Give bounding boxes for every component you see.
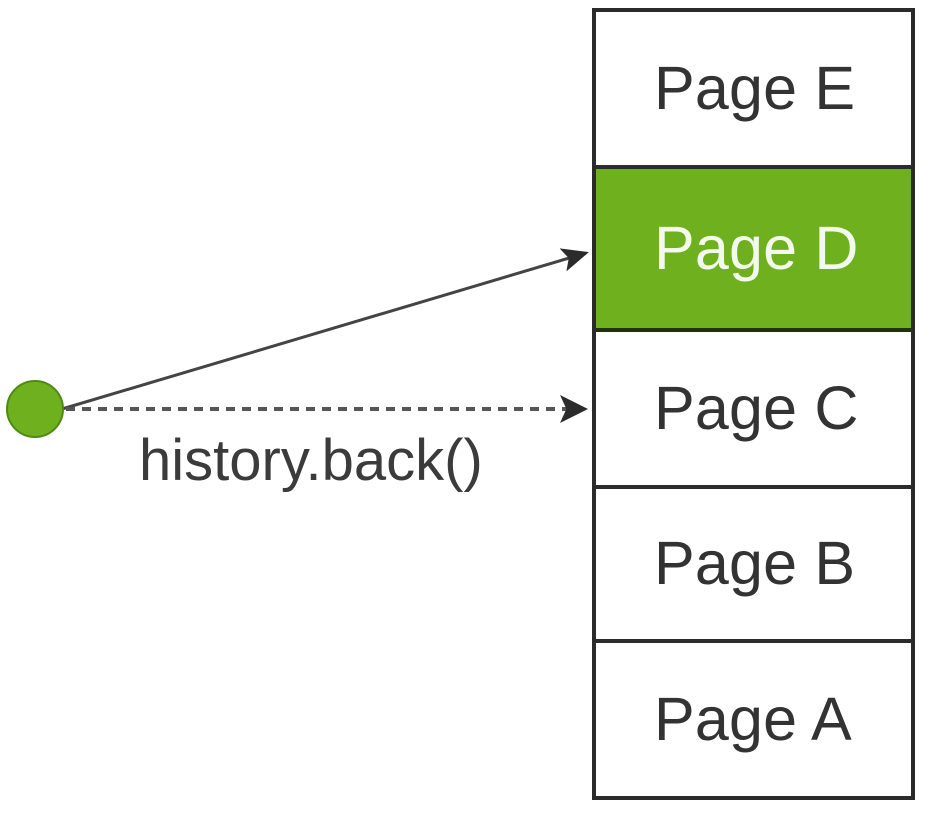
solid-arrow-to-page-d [61, 248, 589, 411]
history-stack: Page E Page D Page C Page B Page A [592, 8, 915, 800]
current-position-dot [6, 380, 64, 438]
stack-entry-page-e[interactable]: Page E [596, 12, 911, 170]
stack-entry-label: Page A [654, 684, 852, 753]
stack-entry-page-c[interactable]: Page C [596, 331, 911, 490]
stack-entry-label: Page E [654, 54, 856, 123]
stack-entry-page-d[interactable]: Page D [596, 169, 911, 332]
history-back-caption: history.back() [139, 428, 483, 493]
stack-entry-page-a[interactable]: Page A [596, 642, 911, 796]
stack-entry-label: Page C [654, 373, 859, 442]
stack-entry-label: Page D [654, 214, 859, 283]
stack-entry-label: Page B [654, 529, 856, 598]
stack-entry-page-b[interactable]: Page B [596, 489, 911, 643]
